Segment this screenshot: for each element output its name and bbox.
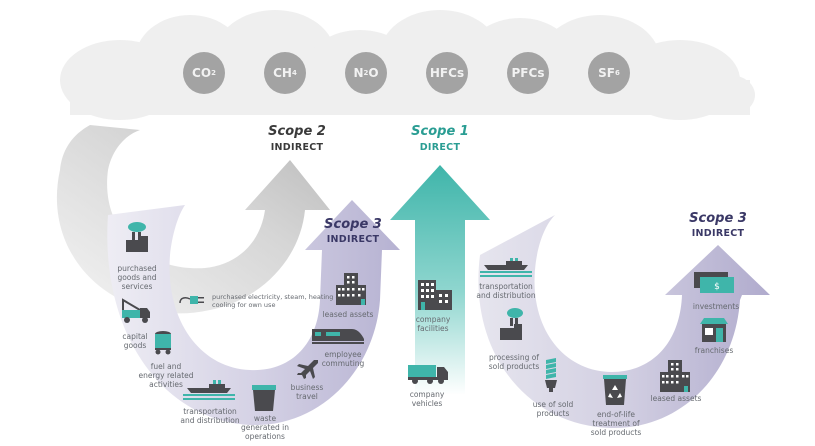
label-business-travel: business travel <box>290 383 324 401</box>
label-upstream-leased-assets: leased assets <box>322 310 374 319</box>
company-facilities-icon <box>418 280 452 310</box>
scope2-arrow <box>56 125 330 314</box>
scope1-title: Scope 1 <box>411 124 469 139</box>
scope3-upstream-subtitle: INDIRECT <box>326 234 380 245</box>
scope1-subtitle: DIRECT <box>419 142 461 153</box>
dollar-sign: $ <box>714 282 720 292</box>
label-fuel-energy: fuel and energy related activities <box>138 362 194 389</box>
label-franchises: franchises <box>694 346 734 355</box>
label-investments: investments <box>692 302 740 311</box>
label-end-of-life: end-of-life treatment of sold products <box>590 410 642 437</box>
label-purchased-goods: purchased goods and services <box>117 264 157 291</box>
processing-factory-icon <box>500 308 523 340</box>
fuel-tanker-icon <box>155 331 171 355</box>
waste-bin-icon <box>252 385 276 411</box>
downstream-leased-assets-icon <box>660 360 690 392</box>
scope2-title: Scope 2 <box>268 124 326 139</box>
scope3-upstream-arrow <box>107 200 400 426</box>
gas-pfcs: PFCs <box>507 52 549 94</box>
label-use-of-sold-products: use of sold products <box>532 400 574 418</box>
scope1-arrow <box>390 165 490 395</box>
crane-truck-icon <box>122 298 150 323</box>
investments-money-icon: $ <box>694 272 734 293</box>
plug-icon <box>179 296 204 304</box>
train-icon <box>312 329 364 344</box>
factory-icon <box>126 222 148 252</box>
company-vehicles-icon <box>408 365 448 384</box>
scope3-upstream-title: Scope 3 <box>324 217 382 232</box>
franchise-storefront-icon <box>700 318 728 342</box>
gas-hfcs: HFCs <box>426 52 468 94</box>
scope3-downstream-subtitle: INDIRECT <box>691 228 745 239</box>
label-capital-goods: capital goods <box>122 332 148 350</box>
lightbulb-icon <box>545 358 557 392</box>
label-employee-commuting: employee commuting <box>321 350 365 368</box>
label-company-facilities: company facilities <box>415 315 451 333</box>
cloud-band <box>60 10 755 120</box>
label-company-vehicles: company vehicles <box>409 390 445 408</box>
label-downstream-leased-assets: leased assets <box>650 394 702 403</box>
scope3-downstream-title: Scope 3 <box>689 211 747 226</box>
scope2-subtitle: INDIRECT <box>270 142 324 153</box>
cargo-ship-icon <box>183 380 235 400</box>
label-downstream-transportation: transportation and distribution <box>476 282 536 300</box>
label-purchased-electricity: purchased electricity, steam, heating & … <box>212 293 341 309</box>
label-processing: processing of sold products <box>488 353 540 371</box>
label-waste: waste generated in operations <box>241 414 289 441</box>
airplane-icon <box>297 360 318 379</box>
downstream-cargo-ship-icon <box>480 258 532 277</box>
label-upstream-transportation: transportation and distribution <box>180 407 240 425</box>
recycle-bin-icon <box>603 375 627 405</box>
upstream-leased-assets-icon <box>336 273 366 305</box>
